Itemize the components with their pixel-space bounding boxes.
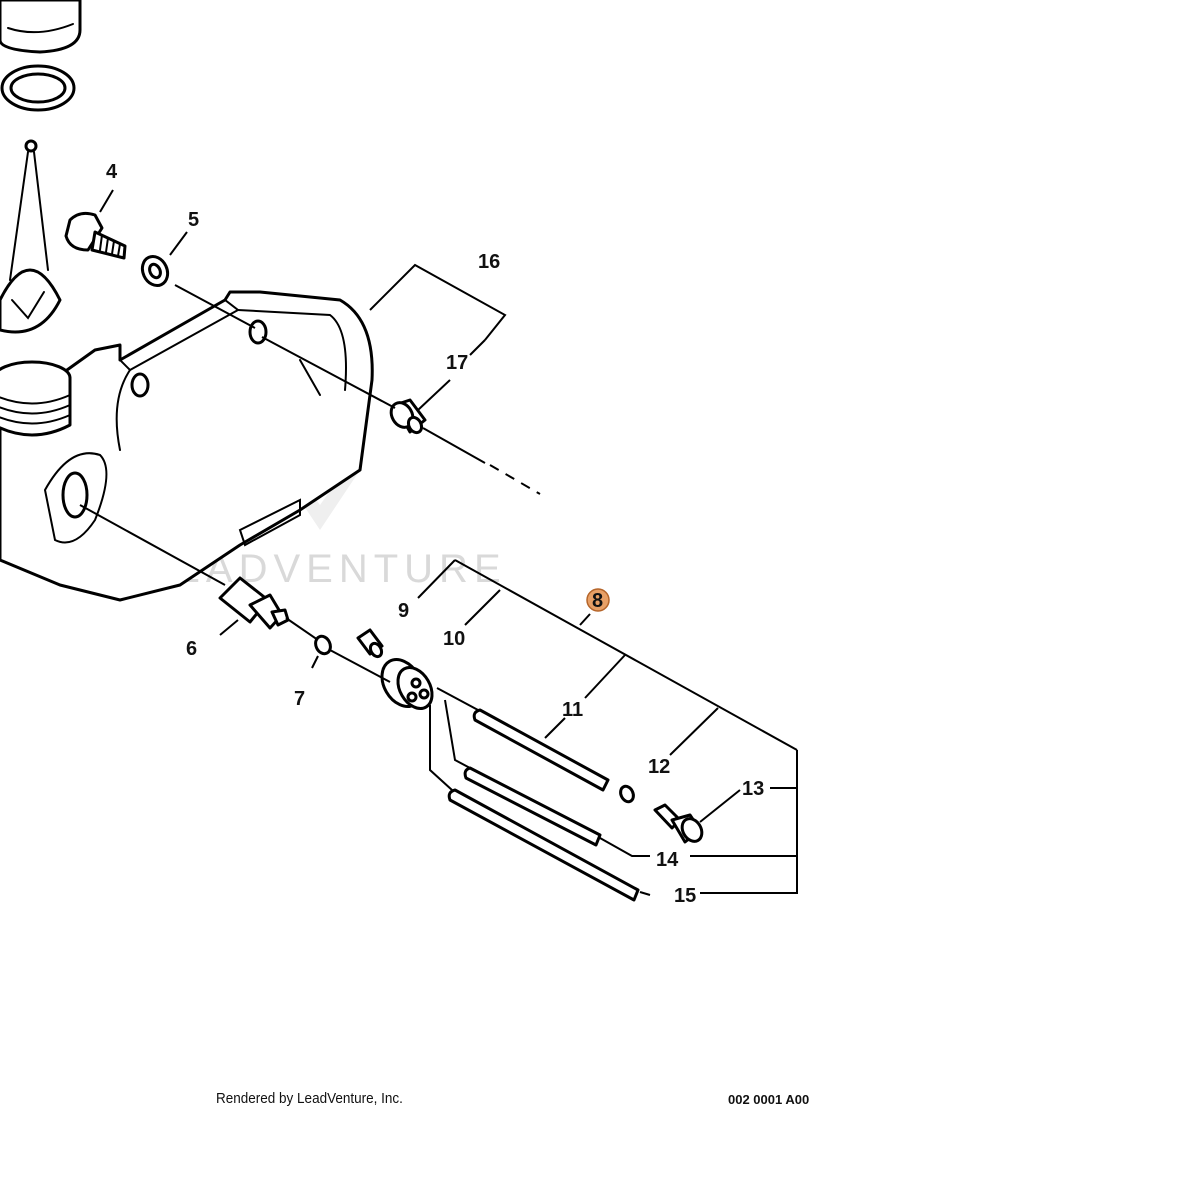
hose-icon (447, 708, 640, 902)
callout-9: 9 (398, 600, 409, 622)
o-ring-icon (314, 634, 332, 656)
callout-10: 10 (443, 628, 465, 650)
footer-credit: Rendered by LeadVenture, Inc. (216, 1090, 403, 1107)
callout-16: 16 (478, 251, 500, 273)
callout-15: 15 (674, 885, 696, 907)
diagram-code: 002 0001 A00 (728, 1092, 810, 1107)
callout-17: 17 (446, 352, 468, 374)
callout-14: 14 (656, 849, 679, 871)
fuel-tank-icon (0, 290, 374, 602)
callout-8[interactable]: 8 (592, 590, 603, 612)
callout-4: 4 (106, 161, 118, 183)
callout-13: 13 (742, 778, 764, 800)
highlight-circle-8[interactable] (586, 588, 610, 612)
washer-icon (140, 254, 170, 288)
small-o-ring-icon (619, 784, 635, 804)
fuel-filter-icon (218, 576, 290, 630)
callouts: 4 5 16 17 6 7 9 10 11 12 13 14 15 8 (106, 161, 764, 907)
fitting-icon (653, 803, 704, 844)
grommet-icon (380, 658, 434, 710)
callout-12: 12 (648, 756, 670, 778)
sleeve-icon (389, 398, 427, 435)
retainer-strap-icon (0, 139, 62, 334)
callout-7: 7 (294, 688, 305, 710)
callout-5: 5 (188, 209, 199, 231)
callout-11: 11 (562, 699, 583, 721)
screw-icon (64, 211, 127, 260)
fuel-cap-icon (0, 0, 82, 112)
callout-6: 6 (186, 638, 197, 660)
leader-lines (79, 189, 798, 896)
small-sleeve-icon (356, 628, 384, 659)
